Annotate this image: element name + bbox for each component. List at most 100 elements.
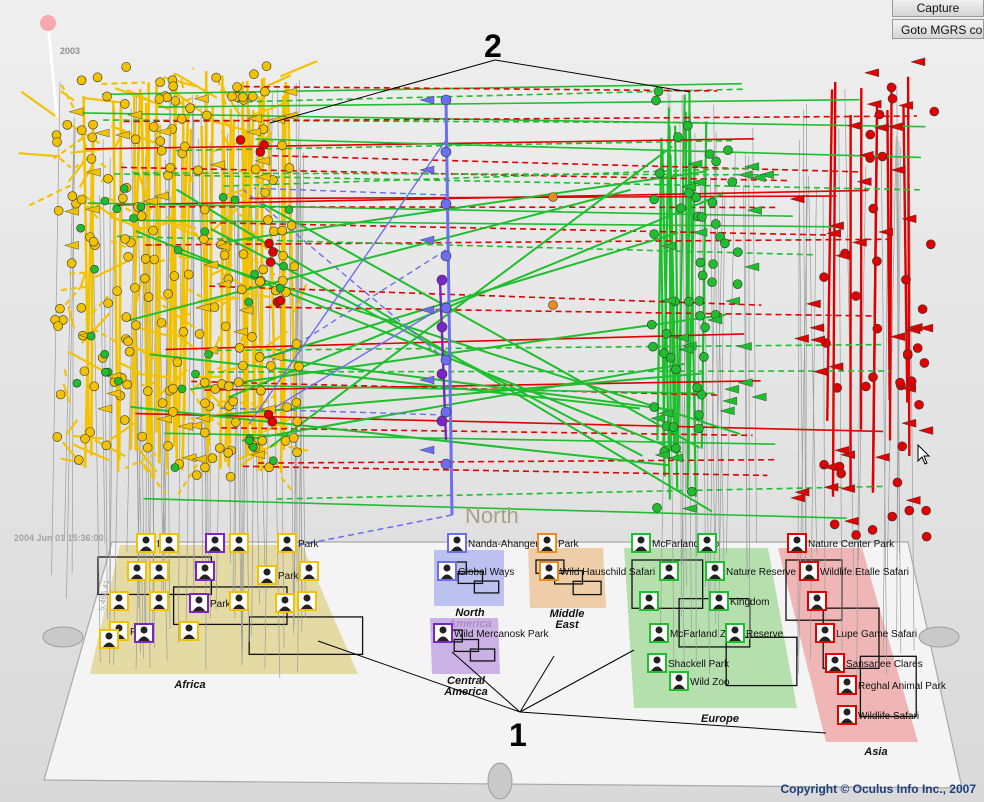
event-marker[interactable]: [112, 286, 122, 296]
event-marker[interactable]: [247, 91, 258, 102]
event-marker[interactable]: [751, 392, 767, 402]
event-marker[interactable]: [80, 433, 90, 444]
place-icon[interactable]: Nature Reserve: [705, 561, 796, 581]
event-marker[interactable]: [199, 377, 210, 388]
event-marker[interactable]: [235, 135, 246, 145]
event-marker[interactable]: [901, 418, 917, 428]
event-marker[interactable]: [846, 121, 862, 130]
event-marker[interactable]: [291, 397, 302, 408]
place-icon[interactable]: Nature Center Park: [787, 533, 895, 553]
event-marker[interactable]: [209, 160, 225, 170]
event-marker[interactable]: [865, 129, 876, 140]
event-marker[interactable]: [715, 231, 725, 242]
event-marker[interactable]: [681, 182, 697, 192]
place-icon[interactable]: Reghal Animal Park: [837, 675, 947, 695]
event-marker[interactable]: [259, 139, 269, 150]
event-marker[interactable]: [130, 282, 140, 293]
event-marker[interactable]: [89, 381, 100, 392]
event-marker[interactable]: [102, 91, 112, 102]
place-icon[interactable]: [229, 533, 249, 553]
event-marker[interactable]: [76, 303, 87, 313]
event-marker[interactable]: [214, 443, 225, 453]
event-marker[interactable]: [436, 321, 448, 333]
event-marker[interactable]: [233, 377, 244, 387]
event-marker[interactable]: [156, 414, 172, 424]
event-marker[interactable]: [106, 389, 122, 398]
event-marker[interactable]: [724, 384, 740, 394]
event-marker[interactable]: [250, 450, 265, 460]
event-marker[interactable]: [877, 151, 888, 162]
event-marker[interactable]: [878, 227, 893, 237]
event-marker[interactable]: [694, 423, 704, 434]
event-marker[interactable]: [187, 421, 203, 430]
event-marker[interactable]: [856, 177, 872, 186]
event-marker[interactable]: [707, 197, 718, 208]
event-marker[interactable]: [695, 310, 705, 321]
event-marker[interactable]: [929, 106, 940, 117]
place-icon[interactable]: [807, 591, 827, 611]
event-marker[interactable]: [440, 250, 452, 262]
event-marker[interactable]: [236, 284, 247, 295]
event-marker[interactable]: [919, 358, 930, 368]
event-marker[interactable]: [244, 297, 254, 307]
event-marker[interactable]: [200, 227, 210, 236]
event-marker[interactable]: [419, 235, 435, 245]
event-marker[interactable]: [723, 145, 733, 155]
event-marker[interactable]: [732, 247, 743, 257]
event-marker[interactable]: [123, 336, 133, 347]
event-marker[interactable]: [136, 202, 146, 211]
event-marker[interactable]: [692, 228, 708, 237]
event-marker[interactable]: [154, 94, 165, 104]
event-marker[interactable]: [436, 415, 448, 427]
event-marker[interactable]: [275, 295, 286, 306]
event-marker[interactable]: [695, 257, 706, 268]
event-marker[interactable]: [185, 103, 195, 113]
event-marker[interactable]: [834, 251, 850, 260]
event-marker[interactable]: [671, 364, 681, 375]
event-marker[interactable]: [898, 101, 914, 110]
event-marker[interactable]: [97, 404, 113, 414]
event-marker[interactable]: [269, 226, 279, 237]
place-icon[interactable]: [275, 593, 295, 613]
event-marker[interactable]: [195, 303, 211, 312]
event-marker[interactable]: [52, 137, 62, 147]
event-marker[interactable]: [790, 493, 805, 503]
event-marker[interactable]: [211, 72, 222, 83]
event-marker[interactable]: [268, 247, 278, 257]
event-marker[interactable]: [906, 376, 917, 387]
event-marker[interactable]: [238, 306, 254, 315]
event-marker[interactable]: [268, 352, 284, 362]
place-icon[interactable]: [159, 533, 179, 553]
place-icon[interactable]: [659, 561, 679, 581]
event-marker[interactable]: [851, 530, 861, 540]
event-marker[interactable]: [665, 352, 676, 363]
event-marker[interactable]: [137, 431, 148, 442]
place-icon[interactable]: Shackell Park: [647, 653, 730, 673]
event-marker[interactable]: [218, 192, 228, 202]
place-icon[interactable]: [639, 591, 659, 611]
event-marker[interactable]: [156, 127, 172, 136]
event-marker[interactable]: [148, 225, 158, 236]
place-icon[interactable]: [127, 561, 147, 581]
event-marker[interactable]: [793, 334, 809, 343]
event-marker[interactable]: [727, 177, 738, 187]
event-marker[interactable]: [440, 94, 452, 106]
event-marker[interactable]: [129, 213, 138, 223]
event-marker[interactable]: [692, 382, 702, 393]
event-marker[interactable]: [255, 172, 271, 182]
event-marker[interactable]: [653, 86, 664, 97]
event-marker[interactable]: [440, 458, 452, 470]
place-icon[interactable]: Reserve: [725, 623, 784, 643]
event-marker[interactable]: [88, 119, 98, 130]
event-marker[interactable]: [866, 99, 882, 109]
event-marker[interactable]: [72, 378, 82, 388]
event-marker[interactable]: [658, 409, 674, 418]
event-marker[interactable]: [699, 352, 709, 362]
event-marker[interactable]: [648, 341, 658, 352]
event-marker[interactable]: [921, 531, 932, 542]
event-marker[interactable]: [156, 145, 167, 156]
event-marker[interactable]: [914, 399, 924, 410]
event-marker[interactable]: [548, 300, 558, 310]
event-marker[interactable]: [851, 238, 867, 247]
